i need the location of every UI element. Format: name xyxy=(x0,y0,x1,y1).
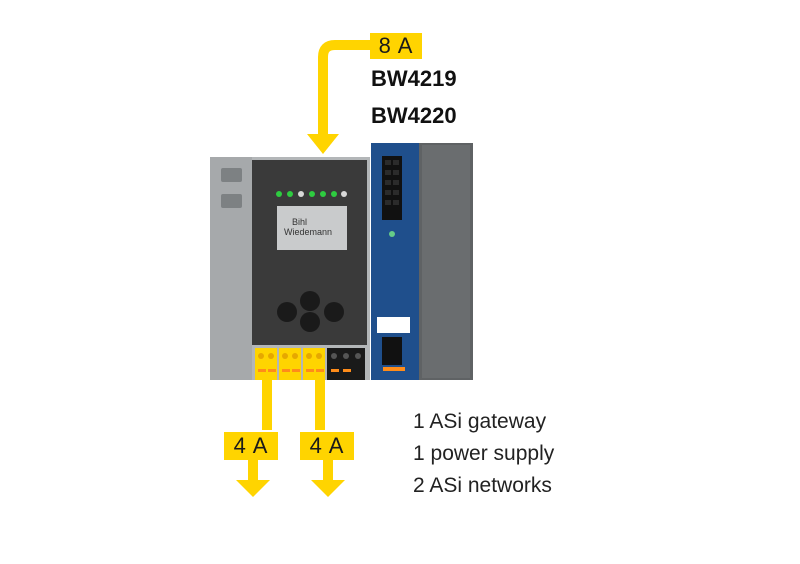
led xyxy=(309,191,315,197)
display-brand-logo: Bihl Wiedemann xyxy=(284,217,332,237)
terminal-screws xyxy=(258,353,322,359)
led xyxy=(287,191,293,197)
psu-status-led xyxy=(389,231,395,237)
housing-side-rail xyxy=(210,157,252,380)
output-current-label-right: 4 A xyxy=(300,432,354,460)
output-line-left xyxy=(262,380,272,430)
input-arrowhead xyxy=(307,134,339,154)
output-line-right-lower xyxy=(323,460,333,480)
psu-connector-bottom xyxy=(382,337,402,365)
model-number-2: BW4220 xyxy=(371,103,457,128)
led xyxy=(276,191,282,197)
led xyxy=(341,191,347,197)
nav-button-left xyxy=(277,302,297,322)
description-line-2: 1 power supply xyxy=(413,442,555,465)
output-line-right xyxy=(315,380,325,430)
psu-orange-strip xyxy=(383,367,405,371)
led xyxy=(298,191,304,197)
terminal-contacts xyxy=(258,369,351,372)
led xyxy=(331,191,337,197)
brand-line-2: Wiedemann xyxy=(284,227,333,237)
output-arrowhead-left xyxy=(236,480,270,497)
nav-button-up xyxy=(300,291,320,311)
terminal-screws-dark xyxy=(331,353,361,359)
terminal-block-2 xyxy=(279,348,301,380)
description-line-3: 2 ASi networks xyxy=(413,474,552,497)
brand-line-1: Bihl xyxy=(292,217,308,227)
terminal-block-4 xyxy=(327,348,365,380)
description-line-1: 1 ASi gateway xyxy=(413,410,547,433)
model-number-1: BW4219 xyxy=(371,66,457,91)
rj45-port-bottom xyxy=(221,194,242,208)
output-arrowhead-right xyxy=(311,480,345,497)
display-screen xyxy=(277,206,347,250)
output-line-left-lower xyxy=(248,460,258,480)
psu-connector-top xyxy=(382,156,402,220)
psu-connector-pins xyxy=(385,160,399,205)
terminal-block-3 xyxy=(303,348,325,380)
psu-right-panel xyxy=(422,145,470,378)
rj45-port-top xyxy=(221,168,242,182)
terminal-block-1 xyxy=(255,348,277,380)
nav-button-right xyxy=(324,302,344,322)
nav-button-down xyxy=(300,312,320,332)
led xyxy=(320,191,326,197)
psu-label-plate xyxy=(377,317,410,333)
output-current-label-left: 4 A xyxy=(224,432,278,460)
input-current-arrow xyxy=(318,40,370,136)
supply-current-label: 8 A xyxy=(370,33,422,59)
